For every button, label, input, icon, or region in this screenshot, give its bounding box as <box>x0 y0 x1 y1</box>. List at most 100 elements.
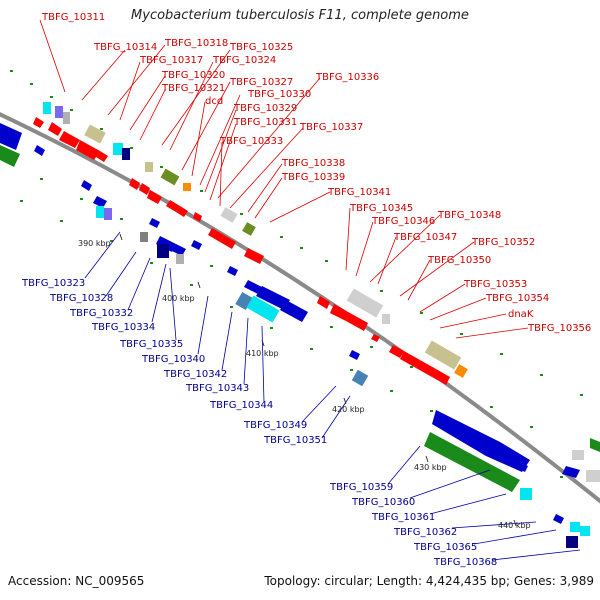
gene-arrow <box>424 432 520 492</box>
gene-label: TBFG_10321 <box>161 83 225 94</box>
gene-label: TBFG_10353 <box>463 279 527 290</box>
gene-block <box>235 291 253 311</box>
gene-arrow <box>176 206 188 217</box>
genome-stats: Topology: circular; Length: 4,424,435 bp… <box>264 574 594 588</box>
gene-label: TBFG_10343 <box>185 383 249 394</box>
gene-block <box>454 364 468 378</box>
gene-block <box>586 470 600 482</box>
gene-label: TBFG_10329 <box>233 103 297 114</box>
gene-label: TBFG_10368 <box>433 557 497 568</box>
gene-label: TBFG_10349 <box>243 420 307 431</box>
gene-arrow <box>562 466 580 478</box>
gene-arrow <box>191 240 202 250</box>
gene-label: TBFG_10337 <box>299 122 363 133</box>
gene-block <box>424 340 462 370</box>
gene-block <box>140 232 148 242</box>
forward-labels: TBFG_10311 TBFG_10314 TBFG_10318 TBFG_10… <box>41 12 591 334</box>
gene-block <box>220 207 238 223</box>
gene-label: TBFG_10314 <box>93 42 157 53</box>
gene-block <box>84 124 106 144</box>
gene-label: TBFG_10338 <box>281 158 345 169</box>
gene-arrow <box>432 369 450 385</box>
gene-block <box>63 112 70 124</box>
gene-arrow <box>330 304 350 321</box>
accession-text: Accession: NC_009565 <box>8 574 145 588</box>
tick-label: 440 kbp <box>498 521 531 530</box>
gene-block <box>104 208 112 220</box>
gene-label: TBFG_10340 <box>141 354 205 365</box>
reverse-labels: TBFG_10323 TBFG_10328 TBFG_10332 TBFG_10… <box>21 278 497 568</box>
tick-label: 390 kbp <box>78 239 111 248</box>
gene-label: TBFG_10346 <box>371 216 435 227</box>
gene-arrow <box>96 151 108 162</box>
gene-arrow <box>129 178 140 190</box>
gene-arrow <box>432 410 530 472</box>
gene-arrow <box>76 140 100 160</box>
gene-label: dnaK <box>508 309 534 320</box>
gene-label: TBFG_10361 <box>371 512 435 523</box>
gene-label: TBFG_10341 <box>327 187 391 198</box>
gene-arrow <box>93 196 107 208</box>
gene-arrow <box>149 218 160 228</box>
gene-arrow <box>244 280 262 294</box>
gene-label: TBFG_10317 <box>139 55 203 66</box>
gene-label: TBFG_10354 <box>485 293 549 304</box>
gene-block <box>520 488 532 500</box>
gene-arrow <box>81 180 92 191</box>
gene-arrow <box>34 145 45 156</box>
gene-label: TBFG_10345 <box>349 203 413 214</box>
gene-label: TBFG_10339 <box>281 172 345 183</box>
tick-label: 420 kbp <box>332 405 365 414</box>
gene-label: TBFG_10360 <box>351 497 415 508</box>
gene-label: TBFG_10350 <box>427 255 491 266</box>
tick-label: 400 kbp <box>162 294 195 303</box>
gene-label: TBFG_10327 <box>229 77 293 88</box>
gene-block <box>246 295 280 323</box>
gene-label: TBFG_10365 <box>413 542 477 553</box>
gene-arrow <box>227 266 238 276</box>
gene-block <box>382 314 390 324</box>
map-title: Mycobacterium tuberculosis F11, complete… <box>131 8 469 23</box>
gene-label: dcd <box>205 96 223 107</box>
gene-arrow <box>172 244 186 256</box>
gene-arrow <box>346 313 368 331</box>
gene-block <box>43 102 51 114</box>
gene-arrow <box>244 248 264 264</box>
gene-block <box>183 183 191 191</box>
gene-label: TBFG_10342 <box>163 369 227 380</box>
gene-arrow <box>400 351 420 368</box>
gene-arrow <box>59 131 80 148</box>
gene-block <box>572 450 584 460</box>
gene-label: TBFG_10331 <box>233 117 297 128</box>
gene-arrow <box>590 438 600 452</box>
gene-block <box>157 244 169 258</box>
gene-label: TBFG_10323 <box>21 278 85 289</box>
reverse-connectors <box>84 231 581 561</box>
gene-block <box>113 143 123 155</box>
gene-block <box>122 148 130 160</box>
gene-label: TBFG_10334 <box>91 322 155 333</box>
gene-block <box>351 369 369 387</box>
gene-label: TBFG_10336 <box>315 72 379 83</box>
gene-arrow <box>208 228 224 242</box>
gene-block <box>55 106 63 118</box>
gene-label: TBFG_10348 <box>437 210 501 221</box>
gene-label: TBFG_10311 <box>41 12 105 23</box>
gene-label: TBFG_10324 <box>212 55 276 66</box>
gene-arrow <box>349 350 360 360</box>
gene-block <box>566 536 578 548</box>
gene-label: TBFG_10328 <box>49 293 113 304</box>
gene-label: TBFG_10352 <box>471 237 535 248</box>
gene-arrow <box>416 360 436 377</box>
forward-connectors <box>39 19 529 339</box>
reverse-genes <box>34 102 590 548</box>
gene-arrow <box>517 462 528 472</box>
gene-arrow <box>33 117 44 128</box>
gene-arrow <box>0 145 20 167</box>
tick-label: 430 kbp <box>414 463 447 472</box>
gene-block <box>346 288 384 318</box>
gene-arrow <box>147 190 162 204</box>
gene-label: TBFG_10332 <box>69 308 133 319</box>
